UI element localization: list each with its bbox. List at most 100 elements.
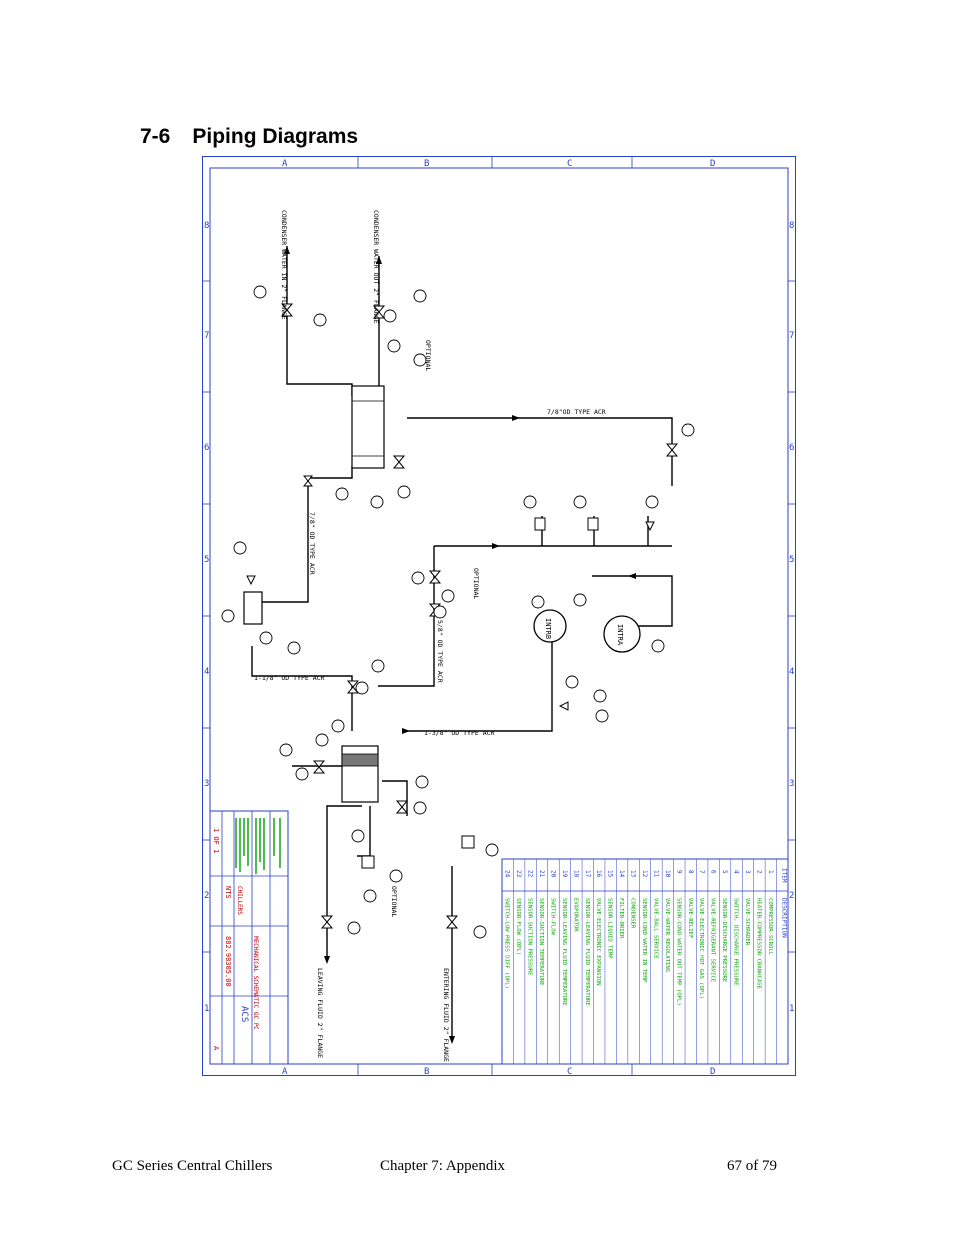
legend-header-description: DESCRIPTION [780,898,787,938]
compressor-intrb [533,609,567,643]
footer-right: 67 of 79 [727,1158,777,1174]
label-optional-1: OPTIONAL [424,340,432,371]
title-drawing-no: 882.98305.00 [224,936,232,987]
legend-item-number: 21 [538,870,545,878]
zone-letter-top: B [424,159,429,169]
label-pipe-1-3-8: 1-3/8" OD TYPE ACR [424,729,495,737]
legend-item-description: VALVE-ELECTRONIC EXPANSION [595,898,601,986]
schrader-valves [246,521,655,711]
title-sheet: 1 OF 1 [212,828,220,853]
zone-number-right: 7 [789,331,794,341]
title-scale: NTS [224,886,232,899]
label-pipe-7-8-top: 7/8"OD TYPE ACR [547,408,606,416]
legend-item-description: VALVE-WATER REGULATING [664,898,670,973]
legend-header-item: ITEM [780,868,787,883]
outer-border [202,156,796,1076]
label-pipe-1-1-8: 1-1/8" OD TYPE ACR [254,674,325,682]
legend-item-description: SENSOR-LEAVING FLUID TEMPERATURE [584,898,590,1006]
legend-item-number: 8 [687,870,694,874]
flow-arrows [284,246,636,1044]
legend-rows: ITEMDESCRIPTION1COMPRESSOR-SCROLL2HEATER… [504,859,787,1064]
label-pipe-7-8-left: 7/8" OD TYPE ACR [308,512,316,575]
legend-item-description: FILTER-DRIER [618,898,624,939]
legend-table: ITEMDESCRIPTION1COMPRESSOR-SCROLL2HEATER… [501,858,789,1065]
title-rev: A [212,1046,220,1051]
legend-item-number: 3 [744,870,751,874]
legend-item-number: 13 [630,870,637,878]
label-pipe-5-8: 5/8" OD TYPE ACR [436,620,444,683]
label-intra: INTRA [616,624,624,646]
zone-number-left: 2 [204,891,209,901]
zone-number-left: 4 [204,667,209,677]
section-heading: 7-6 Piping Diagrams [140,125,358,149]
filter-drier [243,591,263,625]
legend-item-number: 16 [595,870,602,878]
legend-item-number: 11 [652,870,659,878]
label-intrb: INTRB [544,618,552,639]
legend-item-description: VALVE-SCHRADER [744,898,750,946]
condenser [351,385,385,469]
footer-left: GC Series Central Chillers [112,1158,273,1174]
legend-item-description: CONDENSER [630,898,636,929]
legend-item-number: 15 [607,870,614,878]
legend-item-number: 22 [527,870,534,878]
legend-item-number: 7 [698,870,705,874]
legend-item-description: COMPRESSOR-SCROLL [767,898,773,956]
zone-number-right: 3 [789,779,794,789]
legend-item-number: 24 [504,870,511,878]
legend-item-number: 2 [755,870,762,874]
label-condenser-in: CONDENSER WATER IN 2" FLANGE [280,210,288,320]
pipe-labels: CONDENSER WATER IN 2" FLANGE CONDENSER W… [254,210,606,1062]
title-notes [235,818,281,874]
zone-number-left: 1 [204,1004,209,1014]
legend-item-number: 23 [515,870,522,878]
pressure-sensors [361,517,599,869]
legend-item-description: VALVE-RELIEF [687,898,693,939]
legend-item-number: 6 [710,870,717,874]
legend-item-number: 20 [549,870,556,878]
compressor-intra [603,615,641,653]
legend-item-number: 9 [675,870,682,874]
zone-letter-bottom: B [424,1067,429,1076]
zone-number-left: 6 [204,443,209,453]
zone-number-left: 8 [204,221,209,231]
zone-letter-top: D [710,159,715,169]
zone-number-right: 6 [789,443,794,453]
legend-item-number: 12 [641,870,648,878]
legend-item-description: VALVE-REFRIGERANT SERVICE [710,898,716,983]
legend-item-description: EVAPORATOR [572,898,578,932]
zone-letter-top: A [282,159,288,169]
legend-item-description: SENSOR-SUCTION TEMPERATURE [538,898,544,986]
section-title: Piping Diagrams [192,125,359,148]
legend-item-description: VALVE-ELECTRONIC HOT GAS (OPL) [698,898,704,999]
legend-item-number: 14 [618,870,625,878]
legend-item-number: 4 [733,870,740,874]
legend-item-description: SENSOR-LIQUID TEMP [607,898,613,959]
legend-item-description: SENSOR-COND WATER IN TEMP [641,898,647,983]
zone-number-left: 3 [204,779,209,789]
legend-item-description: HEATER-COMPRESSOR CRANKCASE [755,898,761,990]
legend-item-description: SENSOR-DISCHARGE PRESSURE [721,898,727,983]
label-condenser-out: CONDENSER WATER OUT 2" FLANGE [372,210,380,324]
zone-number-right: 1 [789,1004,794,1014]
legend-item-number: 17 [584,870,591,878]
callout-bubbles [221,285,695,939]
zone-letter-bottom: D [710,1067,715,1076]
legend-item-description: SWITCH, DISCHARGE PRESSURE [733,898,739,986]
zone-letter-bottom: A [282,1067,288,1076]
zone-ticks [202,156,796,1076]
zone-letter-top: C [567,159,572,169]
legend-item-description: SWITCH-LOW PRESS DIFF (OPL) [504,898,510,989]
title-block: 1 OF 1 A 882.98305.00 NTS CHILLERS MECHA… [209,810,289,1065]
zone-number-right: 8 [789,221,794,231]
label-optional-3: OPTIONAL [390,886,398,917]
legend-item-description: SENSOR-LEAVING FLUID TEMPERATURE [561,898,567,1006]
zone-number-left: 7 [204,331,209,341]
zone-number-right: 5 [789,555,794,565]
zone-number-right: 4 [789,667,794,677]
section-number: 7-6 [140,125,171,148]
